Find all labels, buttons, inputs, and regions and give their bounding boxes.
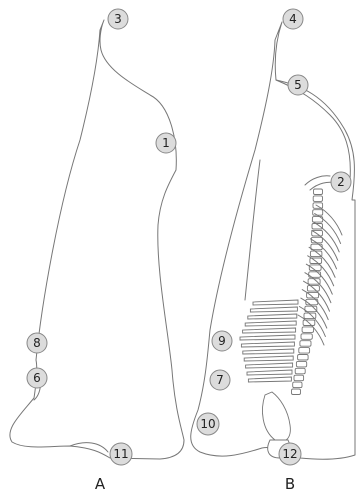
rib — [243, 328, 296, 333]
marker-2: 2 — [331, 172, 351, 192]
pelvis-bone — [262, 392, 290, 442]
marker-6: 6 — [27, 368, 47, 388]
marker-1: 1 — [156, 133, 176, 153]
rib — [248, 377, 291, 382]
rib — [245, 321, 296, 326]
marker-10: 10 — [197, 413, 219, 435]
marker-12: 12 — [279, 443, 301, 465]
marker-11-label: 11 — [113, 447, 128, 461]
spine — [292, 189, 323, 395]
marker-8: 8 — [27, 333, 47, 353]
rib — [246, 363, 293, 368]
marker-8-label: 8 — [33, 336, 41, 350]
marker-6-label: 6 — [33, 371, 41, 385]
panel-a — [10, 20, 184, 459]
marker-1-label: 1 — [162, 136, 170, 150]
vertebra — [294, 375, 304, 381]
vertebra — [293, 382, 302, 388]
vertebra — [300, 341, 311, 347]
carcass-a-hock-line — [70, 443, 108, 452]
vertebra — [313, 210, 323, 216]
carcass-b-inner-curve — [245, 160, 260, 300]
marker-3: 3 — [108, 9, 128, 29]
rib — [248, 314, 297, 319]
vertebra — [313, 196, 322, 202]
marker-5: 5 — [288, 75, 308, 95]
rib — [250, 307, 297, 312]
rib — [243, 349, 294, 354]
vertebra — [314, 189, 323, 195]
rib — [240, 335, 295, 340]
marker-11: 11 — [110, 443, 132, 465]
marker-4-label: 4 — [289, 12, 297, 26]
vertebra — [295, 368, 305, 374]
marker-12-label: 12 — [282, 447, 297, 461]
vertebra — [299, 348, 310, 354]
rib — [244, 356, 293, 361]
vertebra — [302, 327, 314, 333]
marker-3-label: 3 — [114, 12, 122, 26]
vertebra — [292, 389, 301, 395]
marker-7-label: 7 — [216, 373, 224, 387]
rib — [253, 300, 298, 305]
rib — [247, 370, 292, 375]
rib — [241, 342, 294, 347]
marker-10-label: 10 — [200, 417, 215, 431]
neck-bone — [305, 176, 330, 185]
panel-a-label: A — [95, 475, 106, 493]
carcass-a-outline — [10, 20, 184, 459]
marker-5-label: 5 — [294, 78, 302, 92]
vertebra — [298, 355, 309, 361]
marker-9-label: 9 — [218, 334, 226, 348]
panel-b — [191, 22, 355, 459]
vertebra — [301, 334, 312, 340]
marker-7: 7 — [210, 370, 230, 390]
ribs — [240, 205, 342, 382]
marker-9: 9 — [212, 331, 232, 351]
panel-b-label: B — [285, 475, 295, 493]
marker-2-label: 2 — [337, 175, 345, 189]
marker-4: 4 — [283, 9, 303, 29]
vertebra — [296, 361, 306, 367]
